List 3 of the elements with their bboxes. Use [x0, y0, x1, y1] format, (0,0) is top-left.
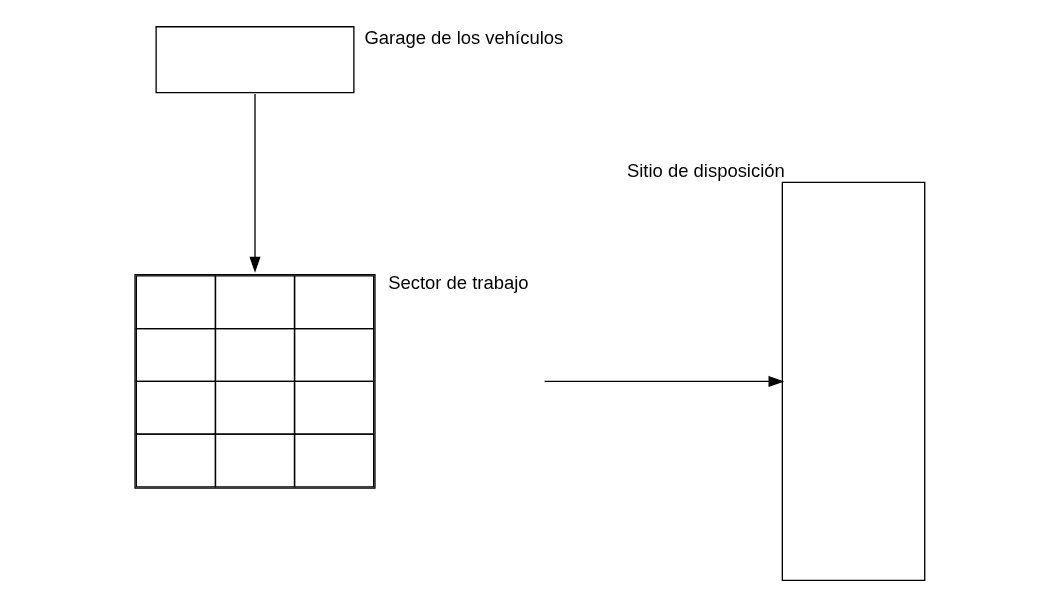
node-label: Sector de trabajo — [388, 272, 529, 294]
node-label: Sitio de disposición — [626, 160, 785, 182]
node-label: Garage de los vehículos — [364, 27, 564, 49]
